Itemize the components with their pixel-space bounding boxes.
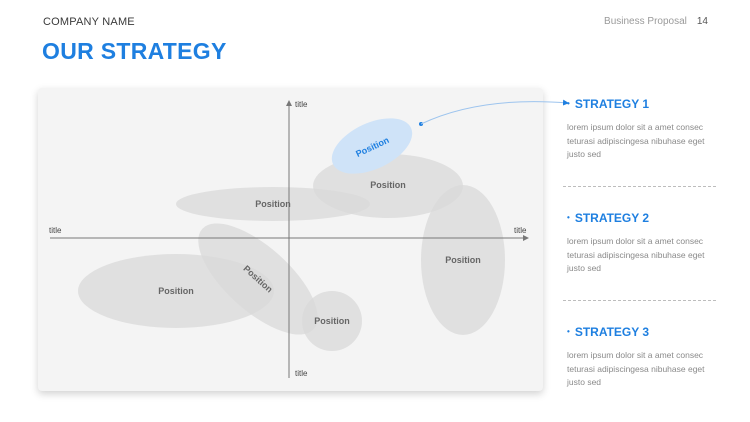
strategy-item-3: • STRATEGY 3 lorem ipsum dolor sit a ame… [567, 325, 727, 390]
strategy-title-text: STRATEGY 1 [574, 97, 650, 111]
header-right: Business Proposal 14 [604, 16, 708, 27]
divider [563, 186, 716, 187]
position-label-wide-left: Position [255, 199, 291, 209]
axis-label-top: title [295, 100, 308, 109]
company-name: COMPANY NAME [43, 16, 135, 28]
strategy-item-2: • STRATEGY 2 lorem ipsum dolor sit a ame… [567, 211, 727, 276]
document-title: Business Proposal [604, 16, 687, 27]
positioning-map: title title title title Position Positio… [49, 100, 529, 378]
strategy-body-3: lorem ipsum dolor sit a amet consec tetu… [567, 350, 705, 387]
strategy-item-1: • STRATEGY 1 lorem ipsum dolor sit a ame… [567, 97, 727, 162]
bubble-wide-left [176, 187, 370, 221]
bullet-icon: • [567, 213, 570, 222]
bubble-diagonal [198, 223, 318, 335]
strategy-title-text: STRATEGY 2 [574, 211, 650, 225]
position-label-mid-upper: Position [370, 180, 406, 190]
divider [563, 300, 716, 301]
strategy-title-2: • STRATEGY 2 [567, 211, 727, 225]
strategy-title-1: • STRATEGY 1 [567, 97, 727, 111]
slide-title: OUR STRATEGY [42, 38, 227, 64]
bullet-icon: • [567, 327, 570, 336]
positioning-map-panel: title title title title Position Positio… [38, 88, 543, 391]
strategy-body-1: lorem ipsum dolor sit a amet consec tetu… [567, 122, 705, 159]
position-label-small-bottom: Position [314, 316, 350, 326]
bullet-icon: • [567, 99, 570, 108]
position-label-right-tall: Position [445, 255, 481, 265]
bubble-right-tall [421, 185, 505, 335]
page-number: 14 [696, 16, 708, 27]
strategy-title-3: • STRATEGY 3 [567, 325, 727, 339]
strategy-body-2: lorem ipsum dolor sit a amet consec tetu… [567, 236, 705, 273]
axis-label-bottom: title [295, 369, 308, 378]
strategy-title-text: STRATEGY 3 [574, 325, 650, 339]
axis-label-right: title [514, 226, 527, 235]
axis-label-left: title [49, 226, 62, 235]
position-label-lower-left: Position [158, 286, 194, 296]
bubble-highlighted [331, 118, 413, 174]
bubble-small-bottom [302, 291, 362, 351]
